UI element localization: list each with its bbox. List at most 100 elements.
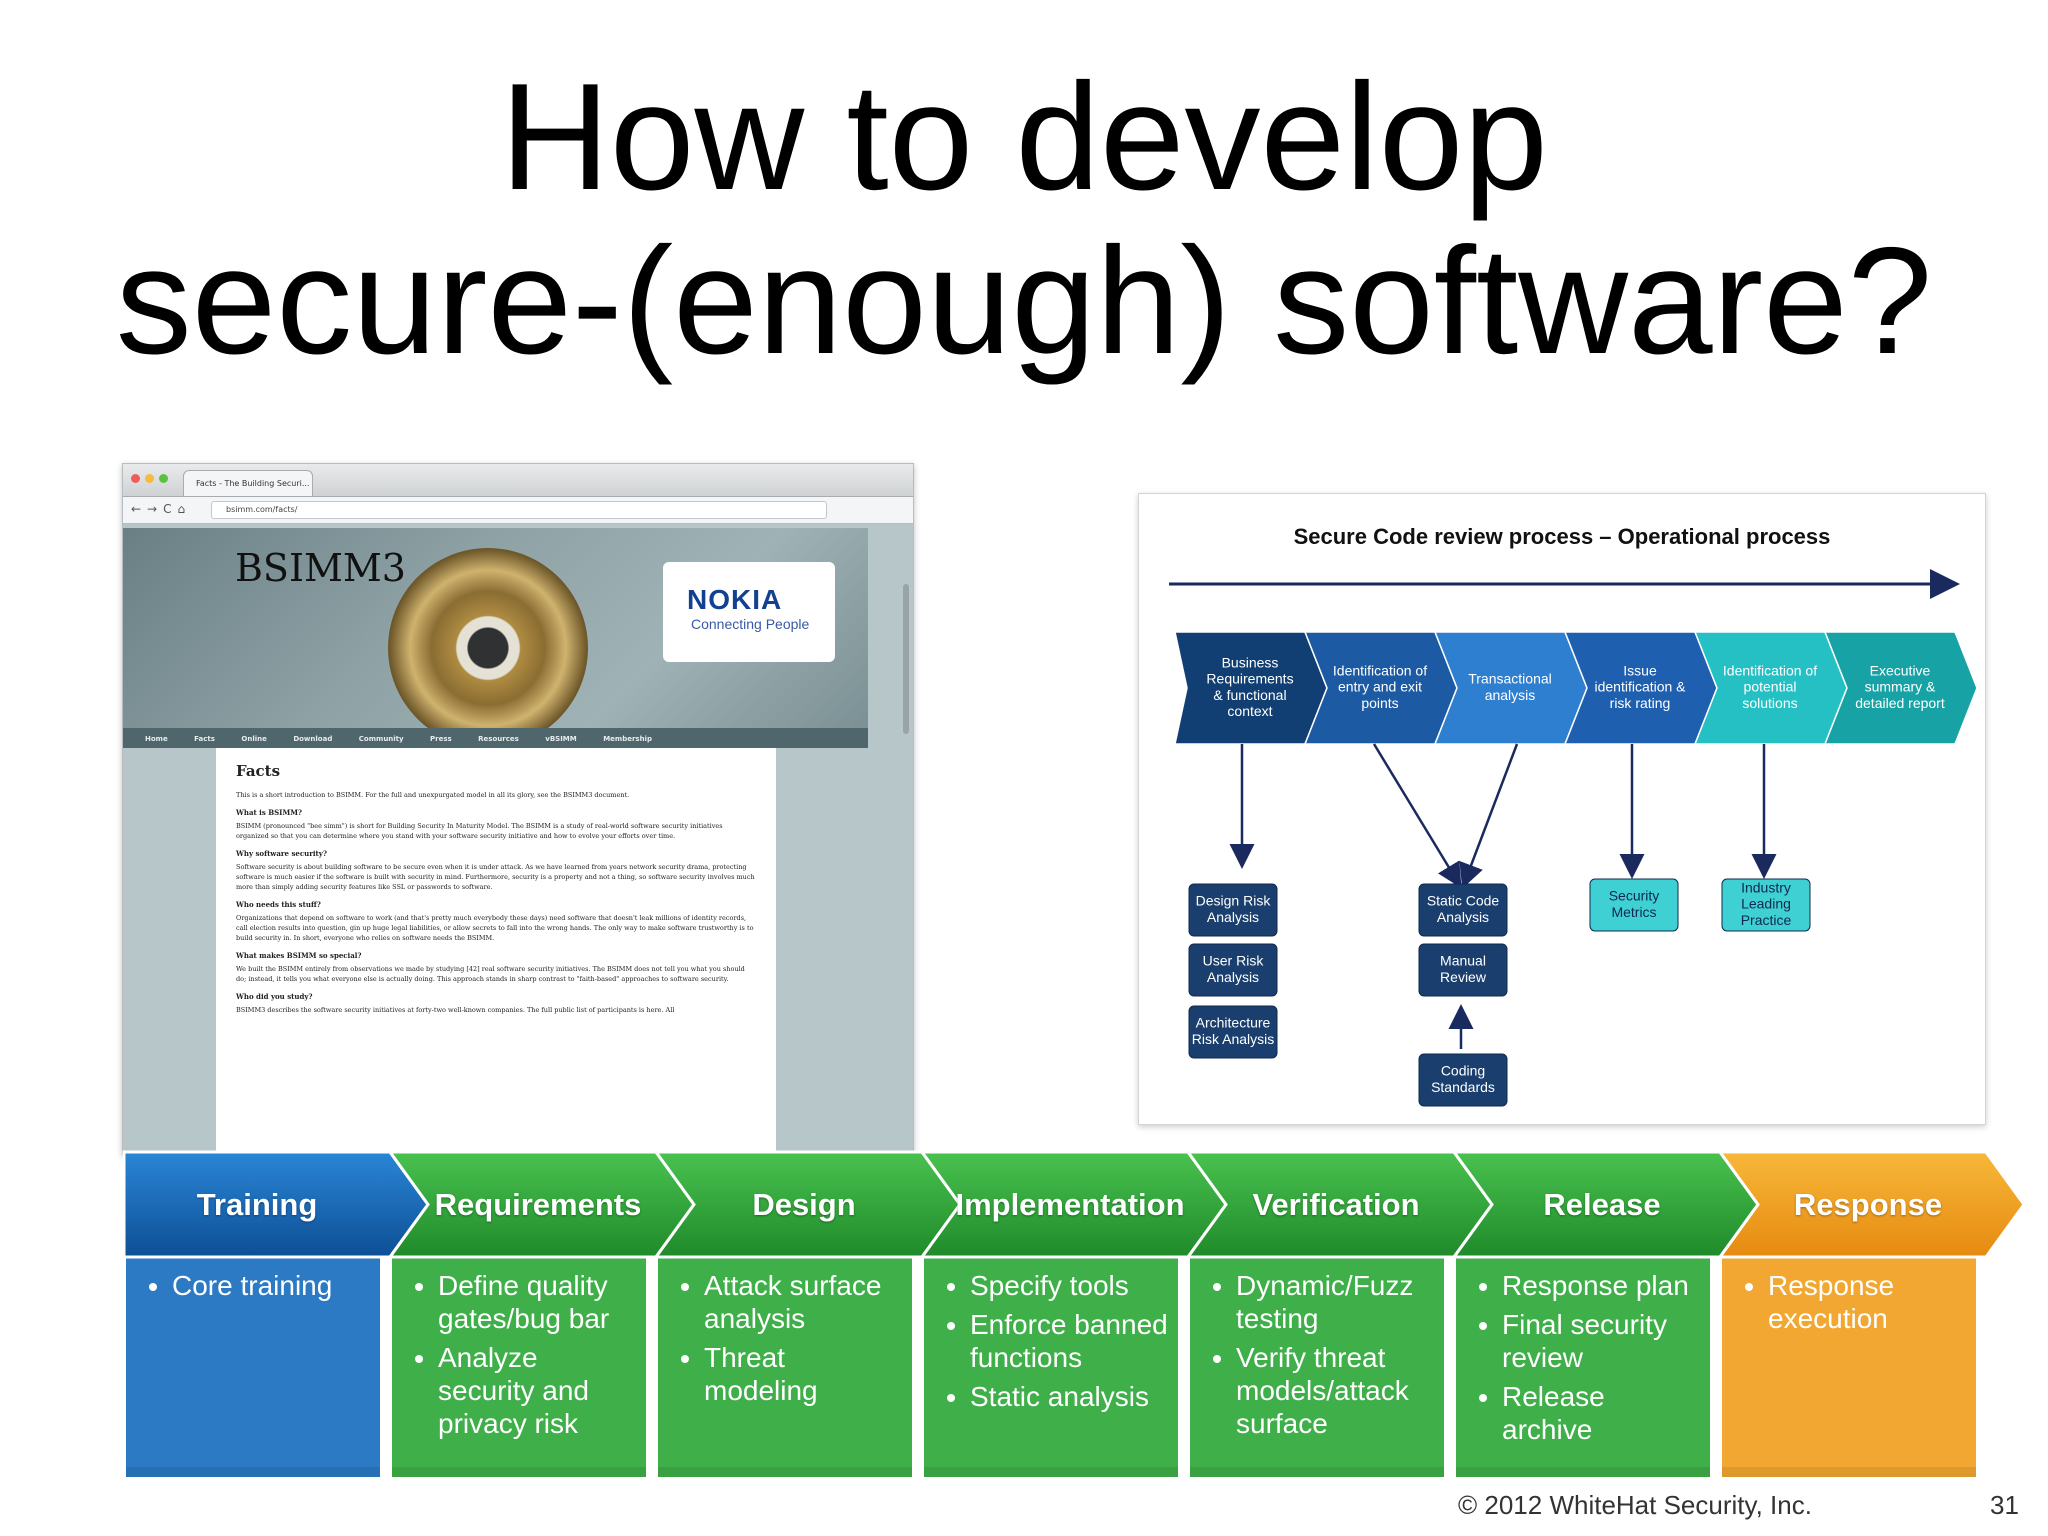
process-title: Secure Code review process – Operational… bbox=[1293, 524, 1831, 549]
process-step-label: Executive bbox=[1870, 663, 1931, 679]
process-box bbox=[1188, 1005, 1278, 1059]
process-box-label: Industry bbox=[1741, 880, 1791, 896]
browser-titlebar: Facts - The Building Securi... bbox=[123, 464, 913, 497]
process-box-label: Analysis bbox=[1207, 909, 1259, 925]
menu-item: Community bbox=[358, 735, 404, 743]
nokia-logo: NOKIA Connecting People bbox=[663, 562, 835, 662]
browser-toolbar: ←→C⌂ bsimm.com/facts/ bbox=[123, 497, 913, 524]
sdl-phase-title: Implementation bbox=[955, 1186, 1185, 1222]
close-icon bbox=[131, 474, 140, 483]
menu-item: Home bbox=[145, 735, 168, 743]
process-box-label: Coding bbox=[1441, 1063, 1485, 1079]
process-box bbox=[1721, 878, 1811, 932]
sdl-activity-item: Response execution bbox=[1768, 1269, 1968, 1335]
process-step-label: Transactional bbox=[1468, 671, 1552, 687]
menu-item: Resources bbox=[478, 735, 519, 743]
process-step-label: Identification of bbox=[1333, 663, 1427, 679]
faq-answer: Software security is about building soft… bbox=[236, 863, 755, 891]
process-box-label: Architecture bbox=[1196, 1015, 1271, 1031]
menu-item: vBSIMM bbox=[545, 735, 577, 743]
copyright: © 2012 WhiteHat Security, Inc. bbox=[1458, 1490, 1812, 1520]
sdl-phase-title: Release bbox=[1543, 1186, 1661, 1222]
sdl-phase-title: Design bbox=[752, 1186, 856, 1222]
sdl-phase-activities: Dynamic/Fuzz testingVerify threat models… bbox=[1190, 1255, 1444, 1477]
process-box-label: User Risk bbox=[1203, 953, 1265, 969]
faq-question: Why software security? bbox=[236, 849, 327, 858]
process-box bbox=[1188, 943, 1278, 997]
process-step-label: solutions bbox=[1742, 695, 1797, 711]
title-line-1: How to develop bbox=[500, 52, 1548, 222]
faq-question: Who did you study? bbox=[236, 992, 313, 1001]
process-step-label: summary & bbox=[1865, 679, 1936, 695]
sdl-phase-title: Verification bbox=[1252, 1186, 1420, 1222]
process-step-label: entry and exit bbox=[1338, 679, 1422, 695]
process-box-label: Leading bbox=[1741, 896, 1791, 912]
process-box-label: Analysis bbox=[1437, 909, 1489, 925]
sdl-activity-item: Release archive bbox=[1502, 1380, 1702, 1446]
process-box-label: Review bbox=[1440, 969, 1487, 985]
sdl-activity-item: Threat modeling bbox=[704, 1341, 904, 1407]
logo-name: NOKIA bbox=[687, 584, 783, 615]
process-box bbox=[1418, 1053, 1508, 1107]
sdl-phase-title: Training bbox=[196, 1186, 318, 1222]
maximize-icon bbox=[159, 474, 168, 483]
bsimm-browser-screenshot: Facts - The Building Securi... ←→C⌂ bsim… bbox=[122, 463, 914, 1155]
process-step-label: risk rating bbox=[1610, 695, 1671, 711]
facts-content: Facts This is a short introduction to BS… bbox=[216, 748, 776, 1154]
code-review-process-diagram: Secure Code review process – Operational… bbox=[1138, 493, 1986, 1125]
title-line-2: secure-(enough) software? bbox=[115, 216, 1933, 386]
nav-arrows-icon: ←→C⌂ bbox=[131, 502, 192, 516]
process-step-label: & functional bbox=[1213, 687, 1286, 703]
faq-answer: BSIMM3 describes the software security i… bbox=[236, 1006, 675, 1014]
sdl-phase-activities: Specify toolsEnforce banned functionsSta… bbox=[924, 1255, 1178, 1477]
faq-answer: Organizations that depend on software to… bbox=[236, 914, 754, 942]
faq-question: Who needs this stuff? bbox=[236, 900, 321, 909]
sdl-phase-activities: Define quality gates/bug barAnalyze secu… bbox=[392, 1255, 646, 1477]
flow-arrow bbox=[1459, 743, 1519, 889]
process-box-label: Practice bbox=[1741, 912, 1792, 928]
process-box-label: Manual bbox=[1440, 953, 1486, 969]
sdl-activity-item: Define quality gates/bug bar bbox=[438, 1269, 638, 1335]
process-step-label: Requirements bbox=[1206, 671, 1293, 687]
sdl-activity-item: Static analysis bbox=[970, 1380, 1170, 1413]
process-step bbox=[1823, 631, 1978, 745]
address-bar: bsimm.com/facts/ bbox=[211, 501, 827, 519]
process-step-label: Issue bbox=[1623, 663, 1657, 679]
process-step-label: identification & bbox=[1594, 679, 1686, 695]
menu-item: Membership bbox=[603, 735, 652, 743]
sdl-activity-item: Verify threat models/attack surface bbox=[1236, 1341, 1436, 1440]
menu-item: Download bbox=[293, 735, 333, 743]
process-step-label: Business bbox=[1222, 655, 1279, 671]
process-box-label: Analysis bbox=[1207, 969, 1259, 985]
sdl-phase-title: Response bbox=[1793, 1186, 1943, 1222]
process-step-label: detailed report bbox=[1855, 695, 1945, 711]
sdl-activity-item: Final security review bbox=[1502, 1308, 1702, 1374]
scrollbar bbox=[903, 584, 909, 734]
faq-answer: BSIMM (pronounced "bee simm") is short f… bbox=[236, 822, 723, 840]
browser-tab: Facts - The Building Securi... bbox=[183, 470, 313, 496]
sdl-phase-activities: Core training bbox=[126, 1255, 380, 1477]
flow-arrow bbox=[1372, 743, 1462, 889]
process-box-label: Standards bbox=[1431, 1079, 1495, 1095]
process-step-label: points bbox=[1361, 695, 1398, 711]
bsimm-page: BSIMM3 NOKIA Connecting People Home Fact… bbox=[123, 524, 913, 1154]
sdl-activity-item: Specify tools bbox=[970, 1269, 1170, 1302]
logo-tagline: Connecting People bbox=[691, 616, 810, 632]
sdl-activity-item: Core training bbox=[172, 1269, 372, 1302]
site-title: BSIMM3 bbox=[235, 546, 406, 590]
process-step-label: potential bbox=[1744, 679, 1797, 695]
process-box-label: Security bbox=[1609, 888, 1660, 904]
menu-item: Press bbox=[430, 735, 452, 743]
sdl-phase-activities: Attack surface analysisThreat modeling bbox=[658, 1255, 912, 1477]
sdl-phase-activities: Response execution bbox=[1722, 1255, 1976, 1477]
site-menu: Home Facts Online Download Community Pre… bbox=[123, 728, 868, 748]
process-step-label: Identification of bbox=[1723, 663, 1817, 679]
facts-intro: This is a short introduction to BSIMM. F… bbox=[236, 791, 630, 799]
facts-heading: Facts bbox=[236, 762, 281, 780]
sdl-activity-item: Dynamic/Fuzz testing bbox=[1236, 1269, 1436, 1335]
process-step-label: context bbox=[1227, 703, 1272, 719]
page-number: 31 bbox=[1990, 1490, 2019, 1520]
process-box-label: Design Risk bbox=[1196, 893, 1272, 909]
sdl-phase-activities: Response planFinal security reviewReleas… bbox=[1456, 1255, 1710, 1477]
